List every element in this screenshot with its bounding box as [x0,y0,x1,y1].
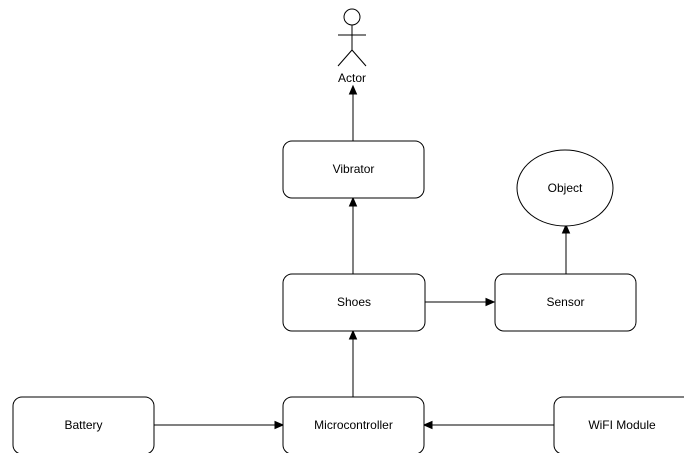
node-shoes: Shoes [282,273,426,332]
edge-shoes-to-vibrator [348,196,358,274]
node-microcontroller: Microcontroller [282,396,425,453]
node-wifi-module-label: WiFI Module [588,418,656,432]
edge-microcontroller-to-shoes [348,329,358,397]
edge-shoes-to-sensor [425,297,496,307]
node-object-label: Object [548,181,583,195]
node-battery: Battery [12,396,155,453]
node-wifi-module: WiFI Module [553,396,684,453]
edge-vibrator-to-actor [348,84,358,141]
edge-battery-to-microcontroller [154,420,285,430]
node-vibrator-label: Vibrator [333,162,375,176]
node-vibrator: Vibrator [282,140,425,199]
actor: Actor [337,8,367,85]
edges [154,84,571,430]
node-battery-label: Battery [64,418,102,432]
actor-label: Actor [338,71,366,85]
node-sensor-label: Sensor [546,295,584,309]
node-shoes-label: Shoes [337,295,371,309]
node-microcontroller-label: Microcontroller [314,418,393,432]
stick-figure-icon [337,8,367,67]
node-sensor: Sensor [494,273,637,332]
node-object: Object [516,149,614,227]
edge-wifi-to-microcontroller [422,420,554,430]
edge-sensor-to-object [561,223,571,274]
